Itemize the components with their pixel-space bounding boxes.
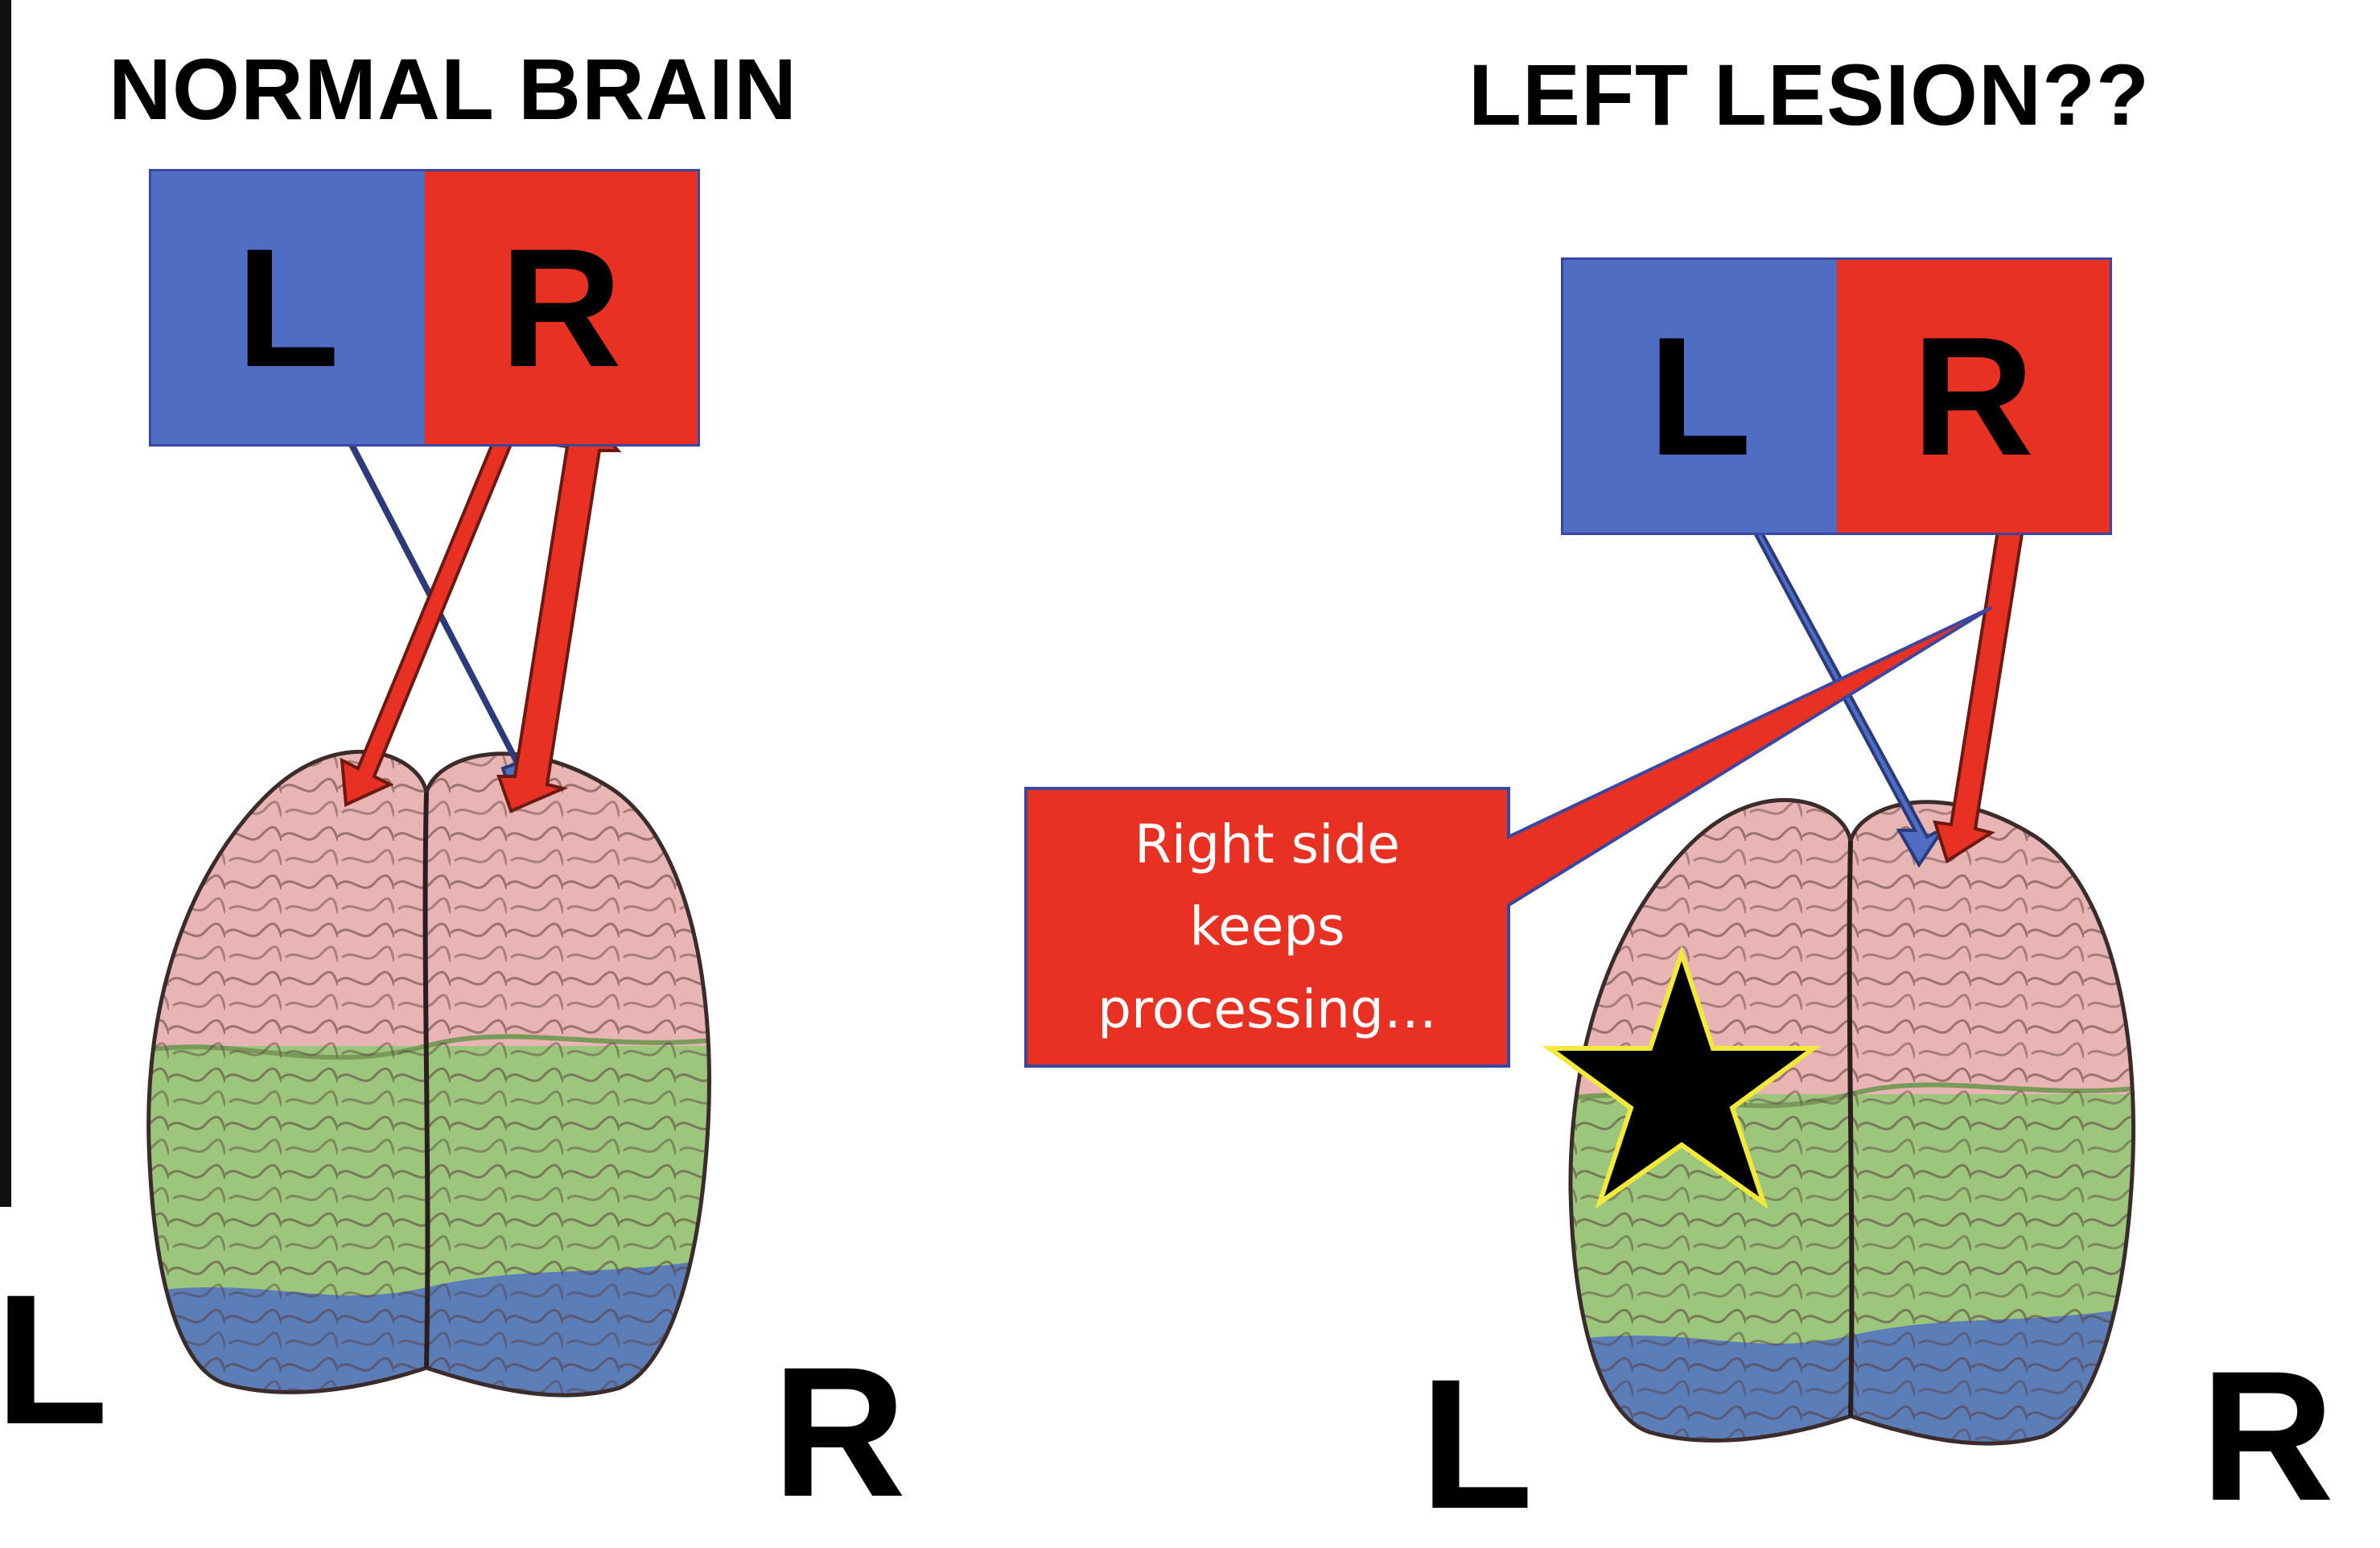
side-label-left-normal: L xyxy=(0,1256,109,1463)
side-label-right-normal: R xyxy=(772,1328,907,1535)
arrow-right-hemisphere-normal-2 xyxy=(496,403,622,813)
callout-shape xyxy=(1024,606,1993,1068)
hemisphere-box-lesion: L R xyxy=(1561,257,2112,535)
side-label-left-lesion: L xyxy=(1420,1340,1534,1547)
box-right-hemisphere-label: R xyxy=(424,171,698,444)
title-normal-brain: NORMAL BRAIN xyxy=(109,40,797,138)
hemisphere-box-normal: L R xyxy=(149,169,700,447)
side-label-right-lesion: R xyxy=(2201,1332,2335,1539)
box-left-hemisphere-label: L xyxy=(1563,260,1837,533)
lesion-star-icon xyxy=(1542,945,1822,1209)
arrow-right-hemisphere-normal-1 xyxy=(340,391,534,807)
callout-text: Right side keeps processing… xyxy=(1097,813,1437,1040)
box-left-hemisphere-label: L xyxy=(151,171,425,444)
title-left-lesion: LEFT LESION?? xyxy=(1468,46,2150,143)
box-right-hemisphere-label: R xyxy=(1836,260,2110,533)
left-edge-rule xyxy=(0,0,11,1207)
brain-normal-icon xyxy=(146,750,711,1398)
